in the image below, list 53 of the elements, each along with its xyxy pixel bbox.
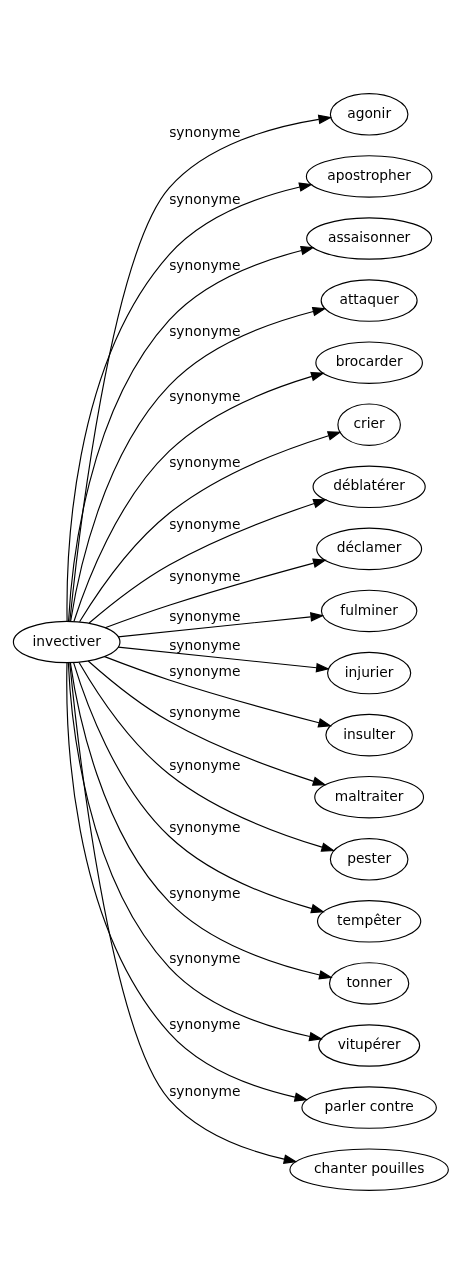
arrow bbox=[67, 661, 323, 1041]
node-ellipse: tonner bbox=[328, 961, 409, 1005]
arrow bbox=[65, 181, 313, 621]
node-ellipse: attaquer bbox=[320, 278, 418, 322]
arrow bbox=[88, 498, 327, 624]
edge-label: synonyme bbox=[168, 190, 240, 207]
edge-label: synonyme bbox=[168, 567, 240, 584]
node-ellipse: agonir bbox=[329, 92, 408, 136]
edge-label: synonyme bbox=[168, 515, 240, 532]
node-ellipse: vitupérer bbox=[317, 1023, 420, 1067]
edge-label: synonyme bbox=[168, 1015, 240, 1032]
arrow bbox=[68, 662, 297, 1164]
arrow bbox=[87, 659, 326, 786]
edge-label: synonyme bbox=[168, 607, 240, 624]
arrow bbox=[72, 661, 325, 913]
arrow bbox=[117, 611, 324, 637]
edge-label: synonyme bbox=[168, 884, 240, 901]
arrow bbox=[69, 306, 326, 622]
edge-label: synonyme bbox=[168, 636, 240, 653]
arrow bbox=[69, 661, 333, 980]
node-ellipse: chanter pouilles bbox=[288, 1147, 449, 1191]
node-ellipse: apostropher bbox=[305, 154, 432, 198]
edge-label: synonyme bbox=[168, 256, 240, 273]
node-ellipse: invectiver bbox=[12, 620, 121, 663]
arrow bbox=[104, 558, 327, 628]
arrow bbox=[68, 114, 332, 622]
node-ellipse: assaisonner bbox=[305, 216, 432, 260]
arrow bbox=[78, 661, 335, 852]
node-ellipse: injurier bbox=[326, 651, 411, 694]
edge-label: synonyme bbox=[168, 662, 240, 679]
edge-label: synonyme bbox=[168, 123, 240, 140]
edge-label: synonyme bbox=[168, 703, 240, 720]
arrow bbox=[78, 430, 342, 622]
arrow bbox=[65, 661, 308, 1102]
node-ellipse: parler contre bbox=[300, 1085, 437, 1129]
node-ellipse: déclamer bbox=[315, 527, 422, 570]
edge-label: synonyme bbox=[168, 322, 240, 339]
arrow bbox=[103, 655, 332, 727]
edge-label: synonyme bbox=[168, 756, 240, 773]
edge-label: synonyme bbox=[168, 1082, 240, 1099]
edge-label: synonyme bbox=[168, 818, 240, 835]
node-ellipse: brocarder bbox=[314, 340, 423, 384]
edge-label: synonyme bbox=[168, 453, 240, 470]
node-ellipse: fulminer bbox=[320, 589, 417, 632]
node-ellipse: crier bbox=[336, 402, 401, 446]
node-ellipse: insulter bbox=[324, 713, 413, 756]
arrow bbox=[67, 245, 315, 622]
arrow bbox=[117, 646, 330, 672]
arrow bbox=[72, 371, 325, 622]
edge-label: synonyme bbox=[168, 387, 240, 404]
node-ellipse: pester bbox=[329, 837, 408, 881]
node-ellipse: tempêter bbox=[316, 899, 421, 943]
edge-label: synonyme bbox=[168, 949, 240, 966]
